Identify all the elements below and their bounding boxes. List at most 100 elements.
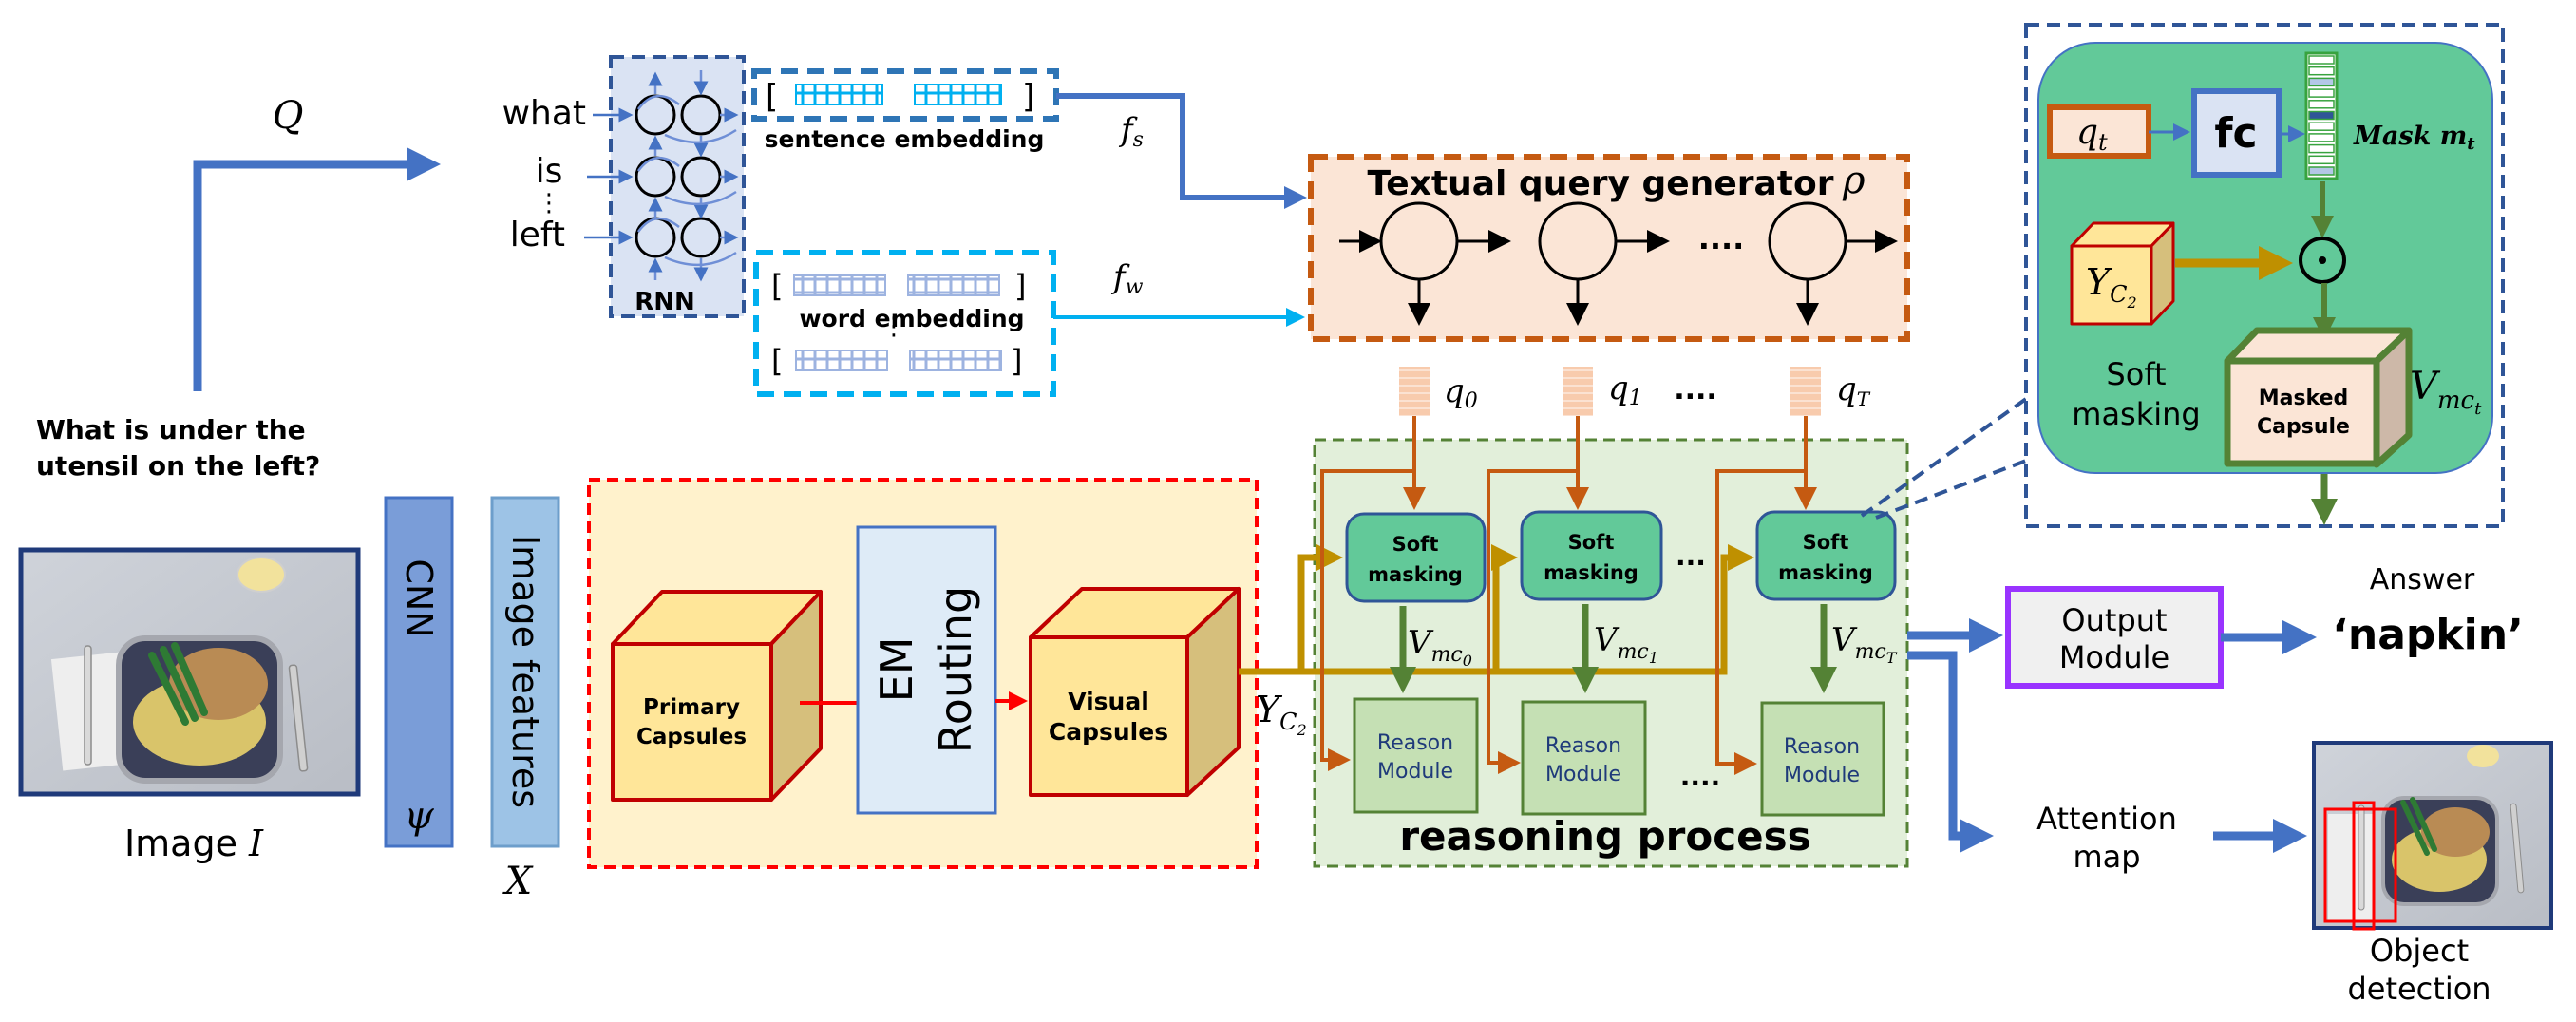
question-symbol: Q bbox=[273, 94, 304, 138]
reason-module-ellipsis: .... bbox=[1680, 761, 1721, 792]
word-vector-part bbox=[793, 274, 886, 296]
zoom-connector bbox=[1875, 459, 2027, 520]
rnn-box bbox=[609, 55, 746, 318]
mask-cell bbox=[2308, 66, 2335, 76]
mask-cell bbox=[2308, 166, 2335, 176]
object-detection-label-2: detection bbox=[2347, 971, 2491, 1007]
mask-vector bbox=[2304, 51, 2339, 180]
inset-soft-masking-label-1: Soft bbox=[2106, 356, 2166, 392]
ycube bbox=[2070, 221, 2175, 326]
fc-box bbox=[2191, 88, 2282, 178]
soft-masking-label: masking bbox=[1368, 563, 1463, 586]
reason-module-label: Module bbox=[1545, 763, 1621, 786]
attention-map-label-2: map bbox=[2073, 839, 2140, 875]
soft-masking-0: Soft masking bbox=[1345, 512, 1487, 603]
query-generator-ellipsis: .... bbox=[1698, 220, 1745, 256]
question-arrow bbox=[193, 147, 441, 391]
detection-box-fork bbox=[2352, 801, 2376, 931]
word-vector-part bbox=[909, 350, 1002, 371]
query-ellipsis: .... bbox=[1674, 373, 1717, 407]
bracket-open: [ bbox=[771, 268, 783, 304]
cnn-symbol: ψ bbox=[404, 794, 434, 838]
vmc-label-1: Vmc1 bbox=[1594, 621, 1658, 667]
mask-cell bbox=[2308, 110, 2335, 121]
soft-masking-label: Soft bbox=[1803, 531, 1849, 554]
sentence-vector-part bbox=[795, 84, 883, 105]
visual-capsules-label-2: Capsules bbox=[1049, 718, 1168, 746]
attention-map-label-1: Attention bbox=[2036, 801, 2177, 837]
sentence-vector-part bbox=[914, 84, 1002, 105]
rnn-block: what is ⋮ left bbox=[502, 55, 746, 318]
soft-masking-label: Soft bbox=[1568, 531, 1615, 554]
reason-module-label: Reason bbox=[1784, 735, 1860, 759]
sentence-embedding: [ ] sentence embedding bbox=[751, 68, 1059, 153]
soft-masking-label: masking bbox=[1778, 561, 1873, 584]
soft-masking-T: Soft masking bbox=[1755, 510, 1897, 601]
query-vectors: q0 q1 .... qT bbox=[1399, 367, 1871, 416]
answer-value: ‘napkin’ bbox=[2332, 611, 2524, 659]
word-ellipsis: ⋮ bbox=[537, 189, 561, 218]
word-is: is bbox=[536, 152, 563, 191]
mask-cell bbox=[2308, 88, 2335, 98]
bracket-open: [ bbox=[771, 343, 783, 379]
visual-capsules-label-1: Visual bbox=[1068, 688, 1149, 715]
image-features-block: Image features X bbox=[490, 496, 560, 903]
zoom-connector bbox=[1860, 397, 2028, 518]
qt-box bbox=[2047, 104, 2151, 159]
rnn-label: RNN bbox=[635, 288, 695, 316]
reason-module-label: Reason bbox=[1377, 731, 1453, 755]
query-vector-1 bbox=[1563, 367, 1593, 416]
ycube-label: YC2 bbox=[2086, 261, 2137, 312]
output-module-box bbox=[2005, 586, 2224, 689]
mask-cell bbox=[2308, 55, 2335, 65]
mask-cell bbox=[2308, 122, 2335, 131]
bracket-close: ] bbox=[1022, 78, 1034, 116]
reasoning-title: reasoning process bbox=[1399, 813, 1810, 860]
mask-cell bbox=[2308, 133, 2335, 142]
output-section: Output Module Answer ‘napkin’ Attention … bbox=[1907, 563, 2553, 1007]
query-generator-symbol: ρ bbox=[1842, 159, 1866, 202]
mask-cell bbox=[2308, 143, 2335, 154]
em-routing-label-2: Routing bbox=[930, 586, 981, 753]
question-text-line1: What is under the bbox=[36, 414, 306, 445]
word-vector-part bbox=[907, 274, 1000, 296]
qt-label: qt bbox=[2076, 113, 2108, 156]
word-vdots: ⋮ bbox=[881, 312, 906, 341]
rnn-input-arrows bbox=[584, 107, 634, 245]
word-vector-part bbox=[795, 350, 888, 371]
masked-capsule-cube bbox=[2224, 327, 2413, 468]
mask-label: Mask mt bbox=[2353, 122, 2475, 154]
fc-label: fc bbox=[2214, 109, 2257, 158]
em-routing-label-1: EM bbox=[871, 637, 922, 703]
query-label-1: q1 bbox=[1608, 369, 1642, 410]
reason-module-0: Reason Module bbox=[1353, 697, 1479, 814]
word-embedding-label: word embedding bbox=[799, 305, 1024, 332]
image-label: Image I bbox=[124, 823, 264, 864]
vmc-label-0: Vmc0 bbox=[1408, 624, 1472, 670]
output-module-label-2: Module bbox=[2059, 639, 2169, 675]
query-vector-0 bbox=[1399, 367, 1430, 416]
em-routing-box bbox=[856, 525, 997, 815]
input-image bbox=[18, 547, 361, 797]
question-section: Q What is under the utensil on the left? bbox=[36, 94, 441, 482]
reason-module-1: Reason Module bbox=[1521, 700, 1647, 816]
visual-features-lines bbox=[1239, 544, 1754, 675]
word-left: left bbox=[510, 216, 565, 255]
capsule-network: Primary Capsules EM Routing Visual Capsu… bbox=[587, 478, 1259, 869]
primary-capsules-label-1: Primary bbox=[643, 695, 740, 720]
to-attention-map-arrow bbox=[1907, 651, 1994, 853]
bracket-close: ] bbox=[1011, 343, 1022, 379]
primary-capsules-label-2: Capsules bbox=[636, 725, 747, 749]
masked-capsule-label-1: Masked bbox=[2259, 387, 2349, 410]
soft-masking-detail: qt fc Mask mt YC2 Masked Capsule Soft m bbox=[1860, 23, 2505, 528]
image-features-label: Image features bbox=[504, 535, 546, 808]
bracket-close: ] bbox=[1014, 268, 1026, 304]
sentence-embedding-label: sentence embedding bbox=[765, 125, 1045, 153]
soft-masking-label: Soft bbox=[1392, 533, 1439, 556]
fs-arrow bbox=[1056, 93, 1307, 209]
soft-masking-label: masking bbox=[1544, 561, 1638, 584]
fw-label: fw bbox=[1110, 258, 1144, 299]
detection-box-napkin bbox=[2323, 807, 2397, 923]
query-label-T: qT bbox=[1836, 370, 1871, 410]
query-vector-T bbox=[1790, 367, 1821, 416]
